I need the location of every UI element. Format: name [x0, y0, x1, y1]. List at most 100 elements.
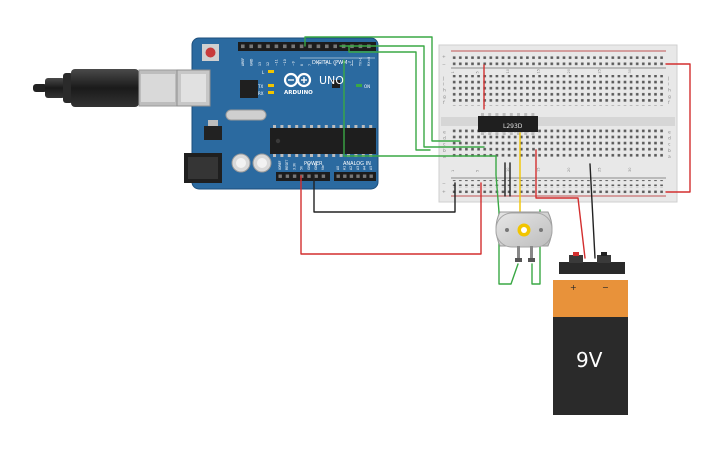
breadboard-column-label: 1: [451, 170, 455, 172]
rail-minus-label: −: [442, 182, 446, 187]
breadboard-row-label: g: [443, 95, 446, 100]
breadboard-row-label: e: [668, 131, 671, 136]
analog-pin-label: A0: [336, 166, 340, 170]
digital-pin-label: 2: [350, 64, 354, 66]
digital-pin-label: 13: [258, 62, 262, 66]
digital-pin-label: ~9: [291, 61, 295, 66]
header-pin[interactable]: [241, 44, 245, 49]
header-pin[interactable]: [336, 174, 340, 178]
breadboard-row-label: j: [667, 76, 669, 82]
header-pin[interactable]: [356, 174, 360, 178]
digital-pin-label: TX>1: [359, 57, 363, 67]
digital-pin-label: RX<0: [367, 57, 371, 66]
header-pin[interactable]: [343, 174, 347, 178]
power-pin-label: 3.3V: [292, 162, 296, 170]
breadboard-row-label: c: [668, 143, 671, 148]
breadboard-row-label: c: [443, 143, 446, 148]
battery-label: 9V: [576, 348, 603, 372]
breadboard-row-label: e: [443, 131, 446, 136]
wires: [300, 36, 691, 285]
header-pin[interactable]: [278, 174, 282, 178]
model-label: UNO: [319, 74, 344, 87]
usb-cable: [33, 69, 178, 107]
breadboard-row-label: a: [668, 155, 671, 160]
breadboard-row-label: j: [442, 76, 444, 82]
header-pin[interactable]: [325, 44, 329, 49]
breadboard-row-label: i: [443, 82, 444, 88]
header-pin[interactable]: [285, 174, 290, 178]
digital-pin-label: ~6: [317, 61, 321, 66]
digital-pin-label: ~5: [325, 61, 329, 66]
wire-red-5v: [300, 175, 482, 255]
wire-red-battery: [535, 149, 586, 259]
header-pin[interactable]: [266, 44, 270, 49]
analog-pin-label: A1: [343, 166, 347, 170]
digital-pin-label: ~10: [283, 59, 287, 66]
analog-pin-label: A5: [369, 166, 373, 170]
breadboard-column-label: 20: [567, 167, 571, 172]
wire-black-gnd: [313, 175, 456, 213]
wire-red-rail-bridge: [665, 63, 691, 193]
header-pin[interactable]: [257, 44, 262, 49]
analog-label: ANALOG IN: [343, 161, 371, 167]
analog-pin-label: A3: [356, 166, 360, 170]
power-pin-label: GND: [307, 162, 311, 170]
breadboard-column-label: 5: [475, 170, 479, 172]
battery-plus: +: [570, 283, 577, 292]
breadboard-column-label: 15: [536, 167, 540, 172]
header-pin[interactable]: [362, 174, 367, 178]
breadboard-row-label: d: [443, 136, 446, 142]
rail-minus-label: −: [442, 63, 446, 68]
breadboard-row-label: f: [668, 100, 670, 106]
breadboard-column-label: 10: [506, 68, 510, 73]
breadboard-column-label: 1: [451, 71, 455, 73]
header-pin[interactable]: [249, 44, 253, 49]
breadboard-row-label: g: [668, 95, 671, 100]
breadboard-row-label: h: [443, 88, 446, 94]
breadboard-column-label: 5: [475, 71, 479, 73]
header-pin[interactable]: [333, 44, 337, 49]
reset-button[interactable]: [205, 47, 216, 58]
brand-label: ARDUINO: [284, 90, 313, 96]
digital-pin-label: 12: [266, 62, 270, 66]
header-pin[interactable]: [307, 174, 311, 178]
tx-led-label: TX: [257, 84, 263, 89]
rail-plus-label: +: [442, 189, 446, 195]
header-pin[interactable]: [316, 44, 321, 49]
header-pin[interactable]: [314, 174, 318, 178]
power-pin-label: GND: [314, 162, 318, 170]
header-pin[interactable]: [308, 44, 312, 49]
digital-pin-label: AREF: [241, 58, 245, 66]
header-pin[interactable]: [369, 174, 373, 178]
breadboard-column-label: 30: [628, 68, 632, 73]
breadboard-column-label: 10: [506, 167, 510, 172]
header-pin[interactable]: [283, 44, 287, 49]
wire-black-battery: [589, 163, 596, 259]
header-pin[interactable]: [300, 174, 304, 178]
breadboard-row-label: b: [443, 148, 446, 154]
power-pin-label: RESET: [285, 160, 289, 170]
on-led-label: ON: [364, 84, 370, 89]
digital-label: DIGITAL (PWM~): [312, 60, 354, 66]
digital-pin-label: 8: [300, 64, 304, 66]
header-pin[interactable]: [291, 44, 295, 49]
header-pin[interactable]: [349, 174, 354, 178]
wire-green-2: [339, 45, 485, 148]
digital-pin-label: GND: [249, 58, 253, 66]
header-pin[interactable]: [292, 174, 297, 178]
breadboard-row-label: a: [443, 155, 446, 160]
header-pin[interactable]: [299, 44, 304, 49]
header-pin[interactable]: [274, 44, 279, 49]
wire-green-motor-a: [495, 155, 519, 285]
battery-minus: −: [602, 283, 609, 292]
power-label: POWER: [304, 161, 323, 167]
header-pin[interactable]: [321, 174, 326, 178]
arduino-logo: [283, 72, 312, 88]
rail-plus-label: +: [442, 54, 446, 60]
battery-9v: + − 9V: [553, 252, 628, 415]
digital-pin-label: 4: [333, 64, 337, 66]
rx-led-label: RX: [258, 91, 264, 96]
breadboard-row-label: h: [668, 88, 671, 94]
